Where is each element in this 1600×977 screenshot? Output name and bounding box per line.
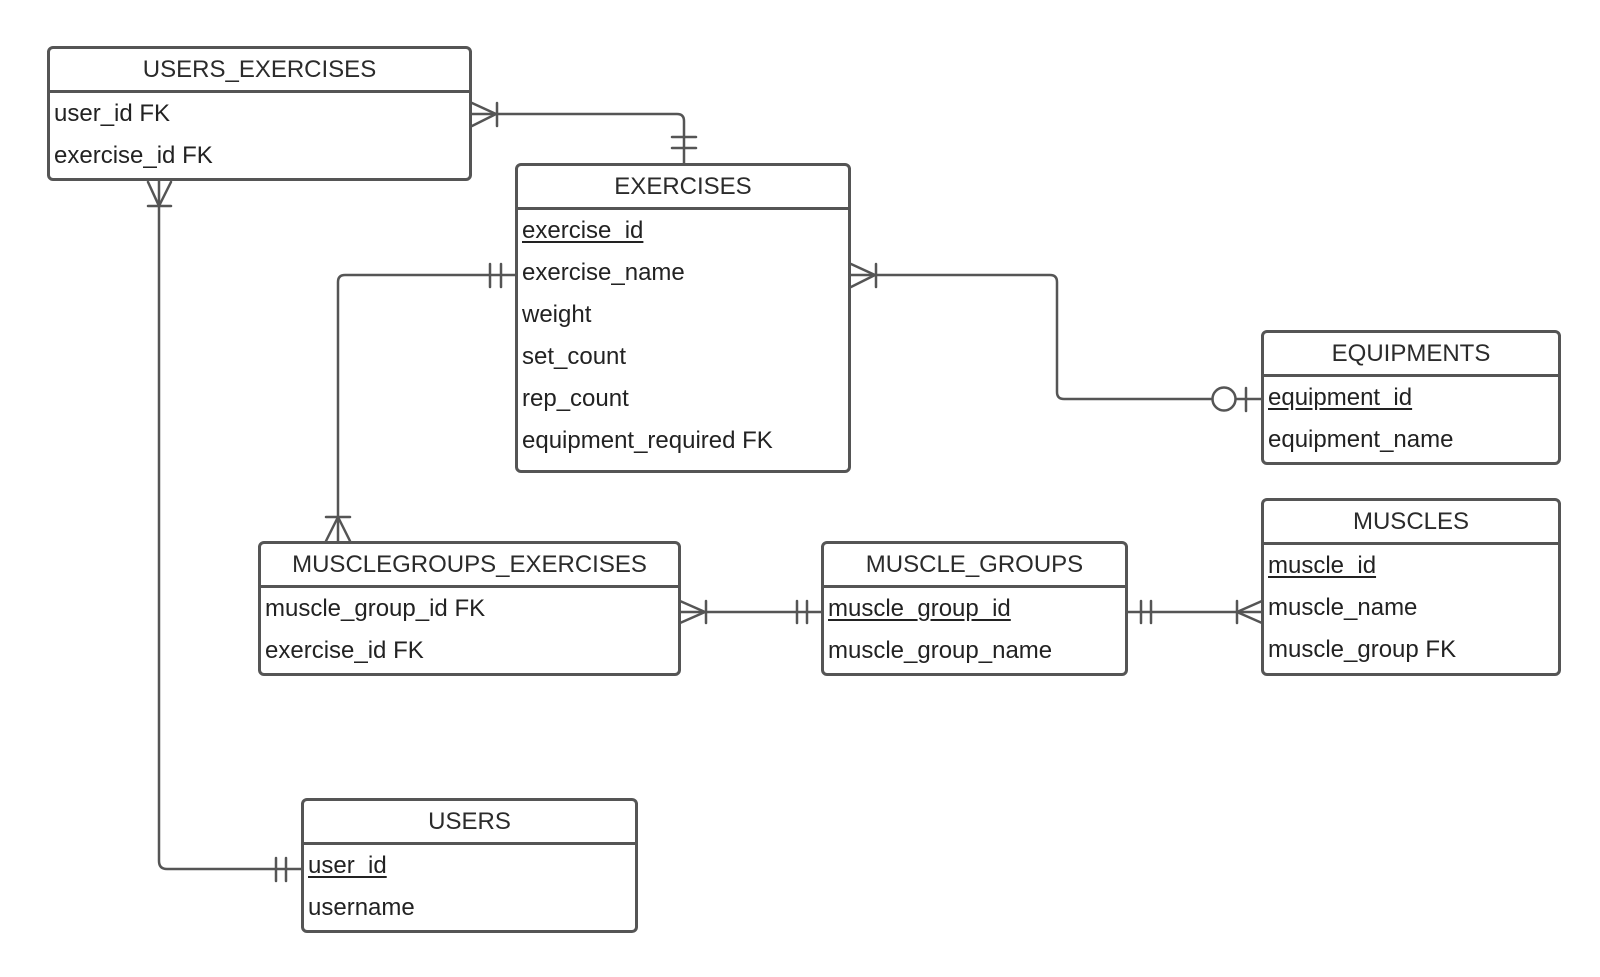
entity-title: EXERCISES xyxy=(518,166,848,210)
entity-users-exercises[interactable]: USERS_EXERCISES user_id FK exercise_id F… xyxy=(47,46,472,181)
connector-exercises-to-musclegroups-exercises xyxy=(324,262,517,543)
entity-musclegroups-exercises[interactable]: MUSCLEGROUPS_EXERCISES muscle_group_id F… xyxy=(258,541,681,676)
attribute-username: username xyxy=(308,894,415,921)
entity-title: USERS xyxy=(304,801,635,845)
attribute-list: muscle_group_id FK exercise_id FK xyxy=(261,588,678,672)
attribute-equipment-name: equipment_name xyxy=(1268,426,1454,453)
attribute-list: muscle_group_id muscle_group_name xyxy=(824,588,1125,672)
attribute-equipment-id-pk: equipment_id xyxy=(1268,384,1413,411)
attribute-muscle-id-pk: muscle_id xyxy=(1268,552,1377,579)
connector-exercises-to-equipments xyxy=(849,262,1263,413)
attribute-exercise-id-fk: exercise_id FK xyxy=(265,637,424,664)
entity-title: MUSCLES xyxy=(1264,501,1558,545)
entity-title: MUSCLE_GROUPS xyxy=(824,544,1125,588)
entity-title: USERS_EXERCISES xyxy=(50,49,469,93)
entity-muscle-groups[interactable]: MUSCLE_GROUPS muscle_group_id muscle_gro… xyxy=(821,541,1128,676)
attribute-weight: weight xyxy=(522,301,592,328)
attribute-list: exercise_id exercise_name weight set_cou… xyxy=(518,210,848,462)
entity-title: MUSCLEGROUPS_EXERCISES xyxy=(261,544,678,588)
connector-musclegroups-exercises-to-muscle-groups xyxy=(678,599,823,625)
attribute-user-id-fk: user_id FK xyxy=(54,100,171,127)
entity-muscles[interactable]: MUSCLES muscle_id muscle_name muscle_gro… xyxy=(1261,498,1561,676)
entity-exercises[interactable]: EXERCISES exercise_id exercise_name weig… xyxy=(515,163,851,473)
entity-users[interactable]: USERS user_id username xyxy=(301,798,638,933)
attribute-muscle-group-name: muscle_group_name xyxy=(828,637,1053,664)
connector-users-exercises-to-exercises xyxy=(470,101,698,165)
connector-users-exercises-to-users xyxy=(146,178,303,883)
attribute-list: user_id FK exercise_id FK xyxy=(50,93,469,177)
attribute-equipment-required-fk: equipment_required FK xyxy=(522,427,773,454)
attribute-exercise-id-fk: exercise_id FK xyxy=(54,142,213,169)
attribute-user-id-pk: user_id xyxy=(308,852,387,879)
attribute-set-count: set_count xyxy=(522,343,627,370)
attribute-list: user_id username xyxy=(304,845,635,929)
attribute-list: muscle_id muscle_name muscle_group FK xyxy=(1264,545,1558,671)
attribute-muscle-group-id-fk: muscle_group_id FK xyxy=(265,595,486,622)
attribute-exercise-name: exercise_name xyxy=(522,259,685,286)
entity-title: EQUIPMENTS xyxy=(1264,333,1558,377)
entity-equipments[interactable]: EQUIPMENTS equipment_id equipment_name xyxy=(1261,330,1561,465)
attribute-list: equipment_id equipment_name xyxy=(1264,377,1558,461)
attribute-rep-count: rep_count xyxy=(522,385,629,412)
attribute-exercise-id-pk: exercise_id xyxy=(522,217,644,244)
connector-muscle-groups-to-muscles xyxy=(1126,599,1264,625)
attribute-muscle-group-fk: muscle_group FK xyxy=(1268,636,1457,663)
attribute-muscle-name: muscle_name xyxy=(1268,594,1418,621)
attribute-muscle-group-id-pk: muscle_group_id xyxy=(828,595,1011,622)
